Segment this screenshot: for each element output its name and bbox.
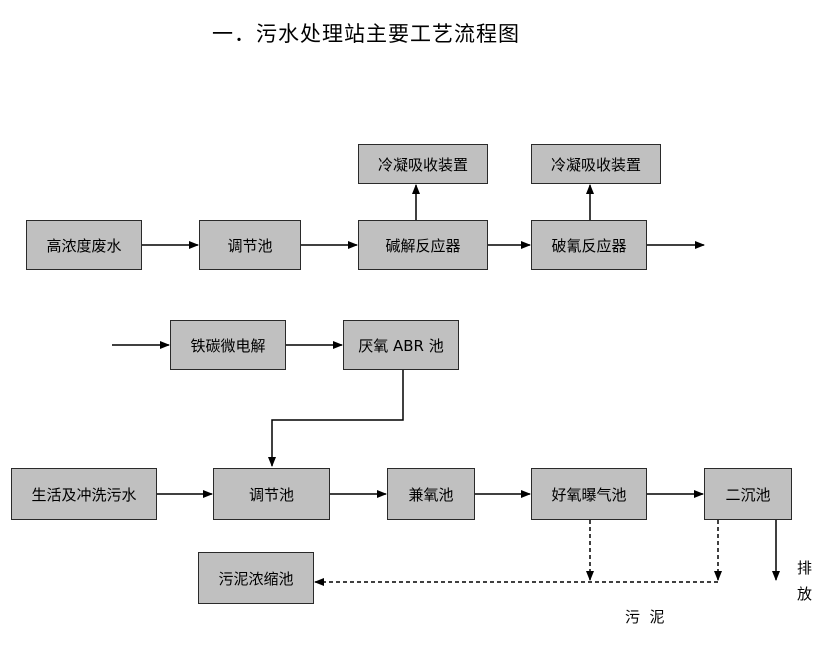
node-condensate-absorber-2: 冷凝吸收装置 bbox=[531, 144, 661, 184]
node-domestic-flush-wastewater: 生活及冲洗污水 bbox=[11, 468, 157, 520]
node-facultative-tank: 兼氧池 bbox=[387, 468, 475, 520]
node-condensate-absorber-1: 冷凝吸收装置 bbox=[358, 144, 488, 184]
node-aerobic-aeration-tank: 好氧曝气池 bbox=[531, 468, 647, 520]
arrow-abr-to-regulating bbox=[268, 370, 404, 467]
label-sludge: 污 泥 bbox=[625, 608, 665, 626]
page-title: 一．污水处理站主要工艺流程图 bbox=[212, 22, 520, 46]
node-alkali-reactor: 碱解反应器 bbox=[358, 220, 488, 270]
node-anaerobic-abr-tank: 厌氧 ABR 池 bbox=[343, 320, 459, 370]
node-secondary-clarifier: 二沉池 bbox=[704, 468, 792, 520]
node-regulating-tank-1: 调节池 bbox=[199, 220, 301, 270]
node-cyanide-reactor: 破氰反应器 bbox=[531, 220, 647, 270]
node-regulating-tank-2: 调节池 bbox=[213, 468, 330, 520]
node-iron-carbon-electrolysis: 铁碳微电解 bbox=[170, 320, 286, 370]
label-discharge: 排 放 bbox=[797, 559, 813, 603]
node-high-conc-wastewater: 高浓度废水 bbox=[26, 220, 142, 270]
node-sludge-thickener: 污泥浓缩池 bbox=[198, 552, 314, 604]
